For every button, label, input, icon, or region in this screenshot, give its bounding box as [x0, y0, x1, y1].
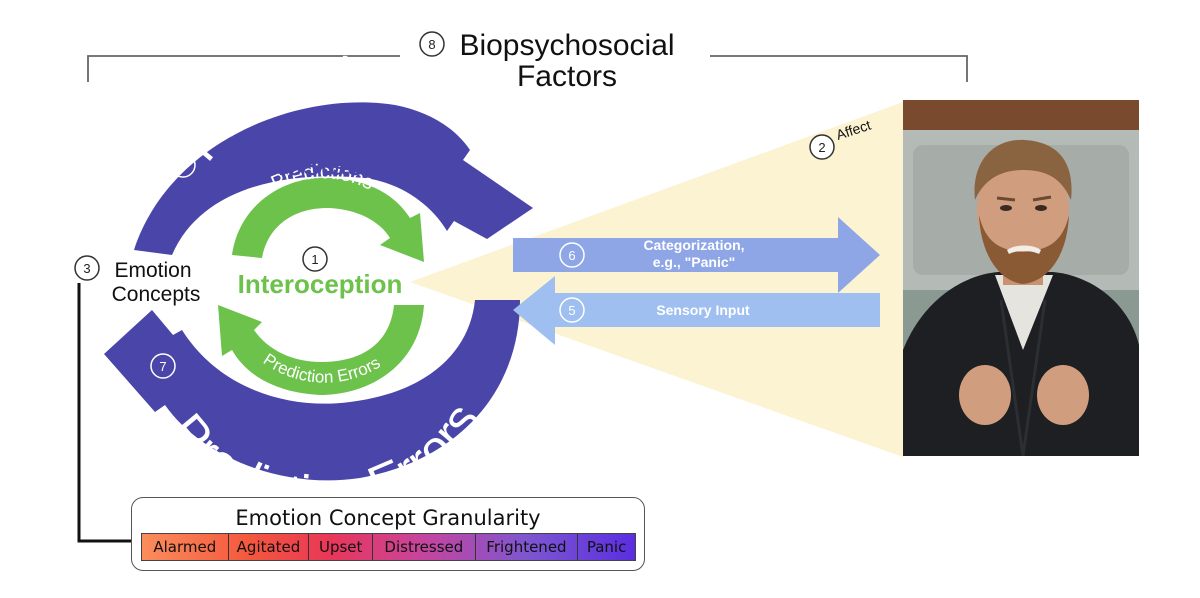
- factors-bracket: [87, 55, 968, 82]
- categorization-arrow: [513, 217, 880, 293]
- granularity-item-frightened: Frightened: [476, 534, 579, 560]
- categorization-line1: Categorization,: [643, 237, 744, 253]
- inner-errors-arrow: [218, 305, 424, 395]
- granularity-connector: [77, 283, 131, 543]
- affect-number: 2: [818, 140, 825, 155]
- interoception-number: 1: [311, 252, 318, 267]
- sensory-number: 5: [568, 303, 575, 318]
- factors-number: 8: [428, 37, 435, 52]
- predictions-number: 4: [179, 158, 186, 173]
- granularity-item-agitated: Agitated: [229, 534, 310, 560]
- allostasis-label: Allostasis: [248, 145, 387, 182]
- outer-errors-arrow: [104, 300, 520, 481]
- categorization-line2: e.g., "Panic": [653, 254, 736, 270]
- emotion-concepts-line1: Emotion: [114, 259, 191, 282]
- granularity-item-distressed: Distressed: [373, 534, 476, 560]
- errors-number: 7: [159, 359, 166, 374]
- granularity-item-alarmed: Alarmed: [142, 534, 229, 560]
- interoception-label: Interoception: [238, 269, 403, 299]
- inner-predictions-arrow: [232, 177, 424, 262]
- granularity-scale: Alarmed Agitated Upset Distressed Fright…: [141, 533, 636, 561]
- emotion-concepts-line2: Concepts: [112, 283, 201, 306]
- categorization-number: 6: [568, 248, 575, 263]
- outer-predictions-arrow: [134, 102, 533, 255]
- number-badges: [74, 31, 835, 379]
- granularity-item-panic: Panic: [586, 538, 627, 556]
- sensory-input-label: Sensory Input: [656, 302, 750, 318]
- factors-title-line2: Factors: [517, 60, 617, 93]
- granularity-item-upset: Upset: [309, 534, 374, 560]
- granularity-panel: Emotion Concept Granularity Alarmed Agit…: [131, 497, 645, 571]
- granularity-title: Emotion Concept Granularity: [235, 506, 541, 530]
- sensory-input-arrow: [513, 276, 880, 345]
- affect-cone: [410, 102, 903, 457]
- person-photo: [903, 100, 1139, 456]
- factors-title-line1: Biopsychosocial: [459, 29, 674, 62]
- emotion-concepts-number: 3: [83, 261, 90, 276]
